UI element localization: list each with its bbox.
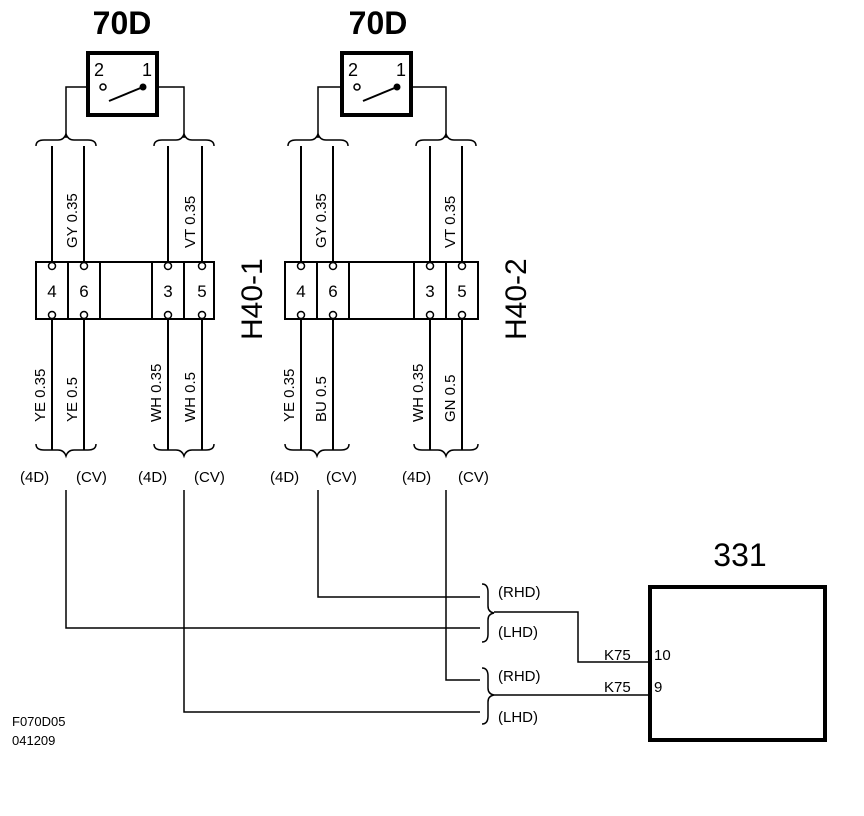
- variant-h40-1-0: (4D): [20, 469, 49, 486]
- module-pin-9-connector: K75: [604, 679, 631, 696]
- wire-label-h40-2-top-1: VT 0.35: [442, 196, 459, 248]
- brace-route-lower: [481, 667, 495, 725]
- switch-2-pin-left: 2: [348, 60, 358, 80]
- wire-to-module-pin10: [494, 611, 652, 663]
- wire-label-h40-1-top-0: GY 0.35: [64, 193, 81, 248]
- module-331: 331 K75 10 K75 9: [604, 537, 827, 742]
- variant-h40-2-1: (CV): [326, 469, 357, 486]
- routing-wires: (RHD) (LHD) (RHD) (LHD): [65, 490, 652, 726]
- variant-h40-2-3: (CV): [458, 469, 489, 486]
- variant-h40-1-1: (CV): [76, 469, 107, 486]
- wire-label-h40-1-bottom-0: YE 0.35: [32, 369, 49, 422]
- switch-1-pin-left: 2: [94, 60, 104, 80]
- brace-h40-2-right: [415, 131, 477, 147]
- pin-h40-2-c: 3: [425, 282, 434, 301]
- wire-h40-1-cv-lhd-lower: [183, 490, 480, 713]
- switch-2-lead-right: [411, 86, 447, 138]
- connector-h40-1: GY 0.35 VT 0.35 4 6 3 5 H40-1 YE 0.35 YE…: [20, 146, 269, 486]
- module-pin-10: 10: [654, 647, 671, 664]
- module-body: [648, 585, 827, 742]
- pin-h40-2-b: 6: [328, 282, 337, 301]
- variant-h40-2-2: (4D): [402, 469, 431, 486]
- wire-label-h40-1-bottom-3: WH 0.5: [182, 372, 199, 422]
- wire-h40-2-cv-rhd: [317, 490, 480, 598]
- pin-h40-2-a: 4: [296, 282, 305, 301]
- variant-h40-1-2: (4D): [138, 469, 167, 486]
- pin-h40-1-b: 6: [79, 282, 88, 301]
- switch-1: 70D 2 1: [65, 5, 185, 138]
- switch-1-lead-right: [157, 86, 185, 138]
- connector-h40-2-body: [284, 261, 479, 320]
- wire-label-h40-2-bottom-0: YE 0.35: [281, 369, 298, 422]
- connector-h40-1-body: [35, 261, 215, 320]
- switch-1-pin-right: 1: [142, 60, 152, 80]
- wire-label-h40-1-bottom-2: WH 0.35: [148, 364, 165, 422]
- brace-h40-1-right: [153, 131, 215, 147]
- brace-h40-2-left: [287, 131, 349, 147]
- wire-label-h40-2-bottom-3: GN 0.5: [442, 374, 459, 422]
- route-label-2: (RHD): [498, 668, 541, 685]
- module-pin-9: 9: [654, 679, 662, 696]
- pin-h40-1-d: 5: [197, 282, 206, 301]
- switch-2-body: [340, 51, 413, 117]
- pin-h40-2-d: 5: [457, 282, 466, 301]
- wire-h40-2-cv-rhd-lower: [445, 490, 480, 681]
- switch-1-body: [86, 51, 159, 117]
- wire-label-h40-1-top-1: VT 0.35: [182, 196, 199, 248]
- variant-h40-1-3: (CV): [194, 469, 225, 486]
- switch-1-lead-left: [65, 86, 88, 138]
- route-label-0: (RHD): [498, 584, 541, 601]
- switch-2-blade: [362, 86, 398, 102]
- switch-2-contact: [353, 83, 361, 91]
- connector-h40-2: GY 0.35 VT 0.35 4 6 3 5 H40-2 YE 0.35 BU…: [270, 146, 533, 486]
- variant-h40-2-0: (4D): [270, 469, 299, 486]
- wire-label-h40-1-bottom-1: YE 0.5: [64, 377, 81, 422]
- top-braces: [35, 131, 477, 147]
- connector-h40-1-label: H40-1: [236, 258, 269, 340]
- switch-1-contact: [99, 83, 107, 91]
- switch-2-pin-right: 1: [396, 60, 406, 80]
- switch-2-label: 70D: [349, 5, 408, 41]
- switch-1-label: 70D: [93, 5, 152, 41]
- switch-2: 70D 2 1: [317, 5, 447, 138]
- pin-h40-1-a: 4: [47, 282, 56, 301]
- route-label-3: (LHD): [498, 709, 538, 726]
- connector-h40-2-label: H40-2: [500, 258, 533, 340]
- switch-2-lead-left: [317, 86, 342, 138]
- brace-route-upper: [481, 583, 495, 643]
- module-label: 331: [713, 537, 766, 573]
- pin-h40-1-c: 3: [163, 282, 172, 301]
- wire-label-h40-2-bottom-2: WH 0.35: [410, 364, 427, 422]
- brace-h40-1-left: [35, 131, 97, 147]
- footer-code: F070D05: [12, 714, 65, 729]
- footer-date: 041209: [12, 733, 55, 748]
- footer: F070D05 041209: [12, 714, 65, 748]
- wire-h40-1-cv-lhd: [65, 490, 480, 629]
- wire-label-h40-2-top-0: GY 0.35: [313, 193, 330, 248]
- module-pin-10-connector: K75: [604, 647, 631, 664]
- wire-label-h40-2-bottom-1: BU 0.5: [313, 376, 330, 422]
- route-label-1: (LHD): [498, 624, 538, 641]
- switch-1-blade: [108, 86, 144, 102]
